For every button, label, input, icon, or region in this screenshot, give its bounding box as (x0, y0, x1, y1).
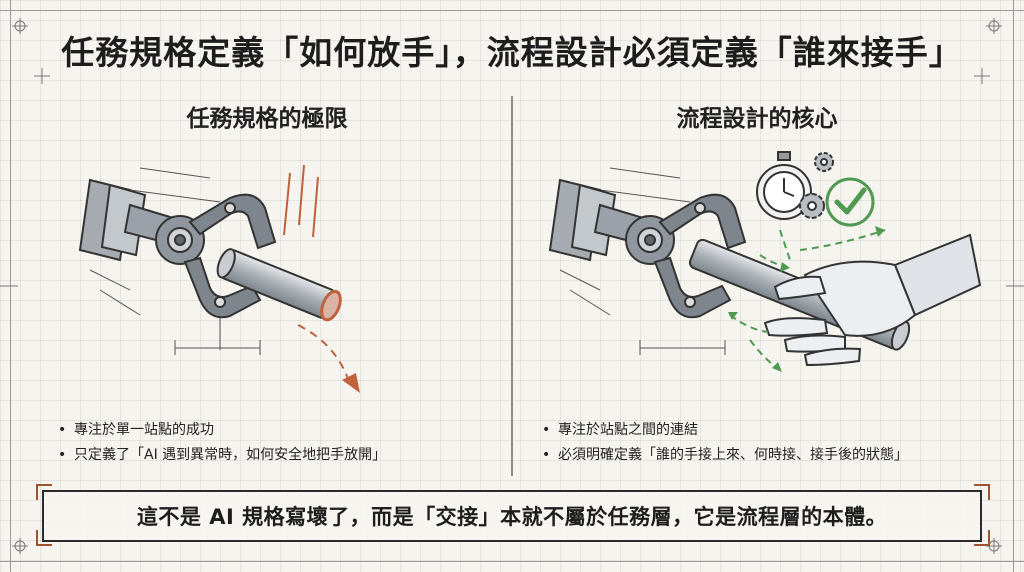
frame-bottom-line (0, 561, 1024, 562)
right-bullet-list: 專注於站點之間的連結 必須明確定義「誰的手接上來、何時接、接手後的狀態」 (540, 418, 908, 468)
list-item: 只定義了「AI 遇到異常時，如何安全地把手放開」 (56, 443, 386, 468)
handoff-arrows (728, 226, 886, 372)
corner-bracket (974, 530, 990, 546)
falling-motion-lines (283, 164, 360, 393)
gear-icon (799, 152, 834, 219)
metal-pipe-icon (216, 248, 342, 322)
list-item: 專注於站點之間的連結 (540, 418, 908, 443)
corner-bracket (974, 484, 990, 500)
list-item: 專注於單一站點的成功 (56, 418, 386, 443)
stopwatch-icon (756, 151, 812, 220)
panel-divider (511, 96, 513, 476)
corner-bracket (36, 530, 52, 546)
frame-top-line (0, 10, 1024, 11)
corner-bracket (36, 484, 52, 500)
right-panel-heading: 流程設計的核心 (676, 106, 838, 132)
list-item: 必須明確定義「誰的手接上來、何時接、接手後的狀態」 (540, 443, 908, 468)
left-panel-heading: 任務規格的極限 (186, 106, 348, 132)
conclusion-box: 這不是 AI 規格寫壞了，而是「交接」本就不屬於任務層，它是流程層的本體。 (42, 490, 982, 542)
human-hand-icon (763, 233, 982, 367)
robot-gripper-icon (548, 167, 747, 355)
left-bullet-list: 專注於單一站點的成功 只定義了「AI 遇到異常時，如何安全地把手放開」 (56, 418, 386, 468)
robot-gripper-icon (78, 167, 277, 355)
checkmark-icon (825, 177, 875, 227)
page-title: 任務規格定義「如何放手」，流程設計必須定義「誰來接手」 (61, 33, 963, 72)
